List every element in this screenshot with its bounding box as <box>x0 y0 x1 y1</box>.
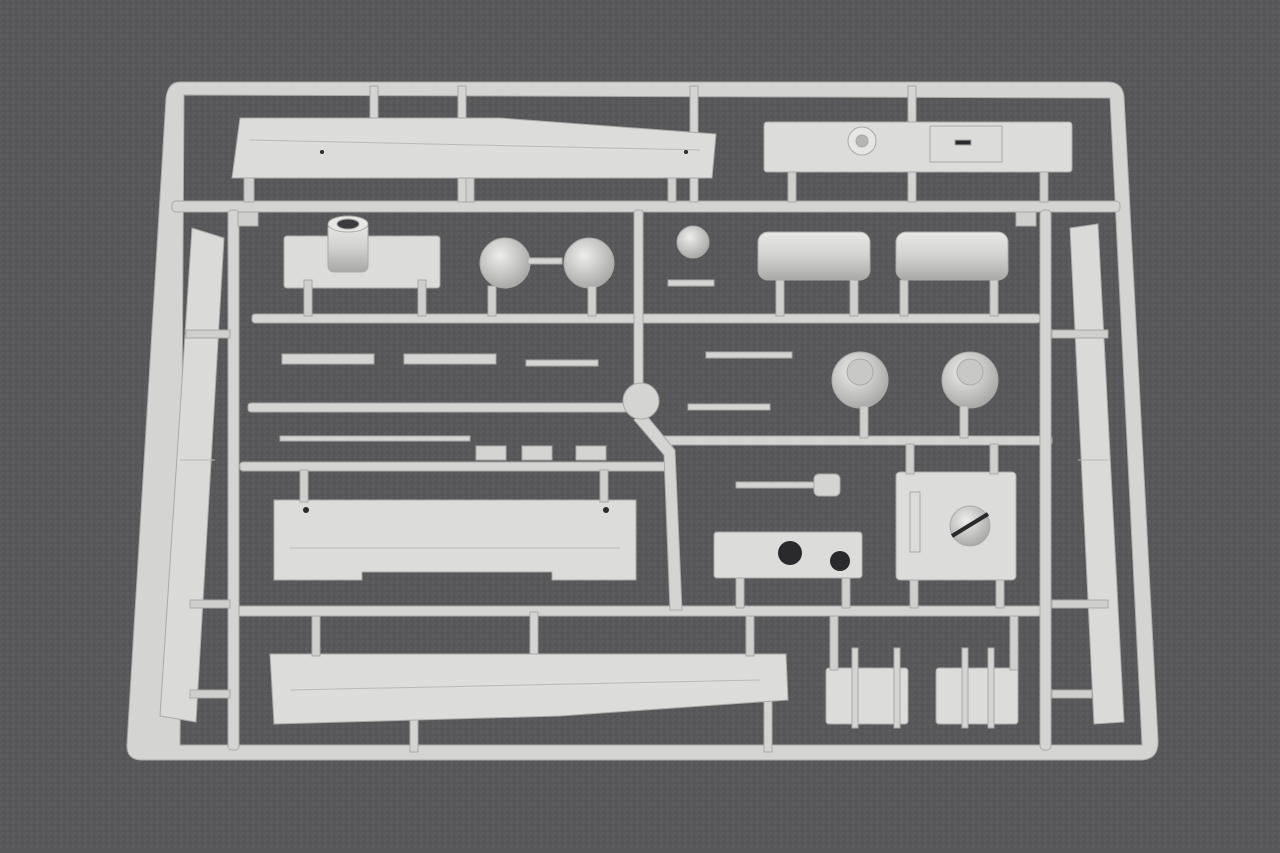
part-tank-cylinder-left <box>757 231 871 281</box>
runner-h3 <box>247 402 629 413</box>
runner-hub <box>622 382 660 420</box>
runner-diagonal <box>633 409 683 611</box>
runner-h1 <box>171 200 1121 213</box>
runner-h2 <box>251 313 1041 324</box>
part-rear-hull-plate <box>273 499 637 581</box>
part-right-fender <box>1069 223 1125 725</box>
part-bracket-right <box>935 667 1019 725</box>
part-lower-hull-plate <box>269 653 789 725</box>
part-hatch-right <box>563 237 615 289</box>
runner-v2 <box>1039 209 1052 751</box>
part-hatch-left <box>479 237 531 289</box>
sprue-gates <box>185 171 1109 699</box>
locating-holes <box>303 150 688 513</box>
runner-h6 <box>231 605 1051 617</box>
part-left-fender <box>159 227 225 723</box>
runner-v3 <box>633 209 644 411</box>
panel-detail-lines <box>180 139 1108 691</box>
part-upper-hull-plate <box>231 117 717 179</box>
part-engine-deck <box>763 121 1073 173</box>
part-tank-cylinder-right <box>895 231 1009 281</box>
part-bracket-left <box>825 667 909 725</box>
runner-v1 <box>227 209 240 751</box>
